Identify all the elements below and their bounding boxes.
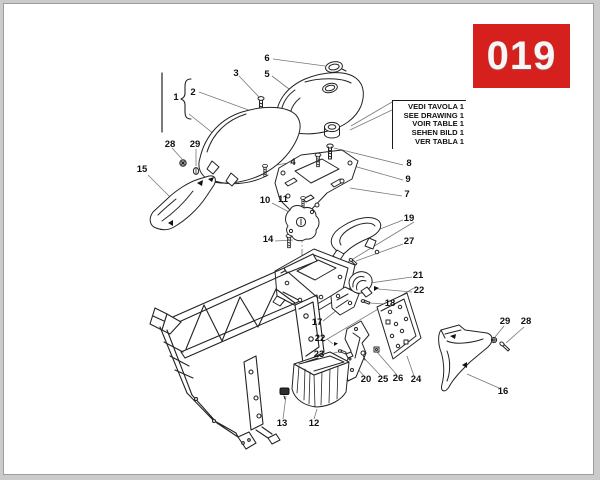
fastener-29-left [192,167,200,175]
callout-18: 18 [385,298,396,309]
fastener-26 [373,346,380,353]
support-bracket-20 [344,320,370,382]
fastener-25 [360,350,366,361]
callout-4: 4 [290,157,296,168]
callout-24: 24 [411,374,422,385]
fastener-22-lower [334,342,338,346]
seat-lock [285,205,320,242]
callout-23: 23 [314,349,325,360]
callout-20: 20 [361,374,372,385]
callout-13: 13 [277,418,288,429]
callout-17: 17 [312,317,323,328]
table-number-badge: 019 [473,24,570,88]
callout-22-lower: 22 [315,333,326,344]
callout-11: 11 [278,194,289,205]
battery-tray [291,351,350,408]
seat [198,107,302,197]
callout-2: 2 [190,87,195,98]
fastener-22-upper [374,286,379,291]
plate-24 [376,292,422,360]
screw-23 [337,349,347,355]
note-line-es: VER TABLA 1 [415,136,464,146]
callout-12: 12 [309,418,320,429]
note-line-fr: VOIR TABLE 1 [412,119,464,129]
callout-22-upper: 22 [414,285,425,296]
grab-rail [330,217,382,261]
callout-10: 10 [260,195,271,206]
callout-1: 1 [173,92,179,103]
callout-19: 19 [404,213,415,224]
callout-25: 25 [378,374,389,385]
fastener-29-right [490,336,498,344]
note-line-it: VEDI TAVOLA 1 [408,102,464,111]
cover-21 [348,271,373,298]
fastener-28-right [499,341,510,352]
note-line-de: SEHEN BILD 1 [411,128,464,138]
right-side-panel [438,324,493,392]
callout-28-seat: 28 [165,139,176,150]
callout-7: 7 [404,189,409,200]
callout-21: 21 [413,270,424,281]
see-drawing-note-box: VEDI TAVOLA 1 SEE DRAWING 1 VOIR TABLE 1… [392,100,466,149]
note-line-en: SEE DRAWING 1 [403,110,464,120]
callout-14: 14 [263,234,274,245]
screw-18 [360,299,371,305]
callout-27: 27 [404,236,415,247]
callout-3: 3 [233,68,238,79]
callout-28-right: 28 [521,316,532,327]
callout-6: 6 [264,53,269,64]
callout-26: 26 [393,373,404,384]
fuel-filler-cap [325,61,347,73]
callout-16: 16 [498,386,509,397]
callout-9: 9 [405,174,410,185]
left-side-panel [149,175,216,231]
group-brace [180,78,192,120]
callout-8: 8 [406,158,411,169]
callout-29-seat: 29 [190,139,201,150]
bracket-17 [330,286,360,316]
table-number: 019 [486,33,557,78]
callout-15: 15 [137,164,148,175]
fastener-28-left [179,159,187,167]
rubber-pad-13 [279,387,290,400]
callout-29-right: 29 [500,316,511,327]
callout-5: 5 [264,69,270,80]
filler-neck [324,121,340,139]
fastener-20 [345,351,354,361]
